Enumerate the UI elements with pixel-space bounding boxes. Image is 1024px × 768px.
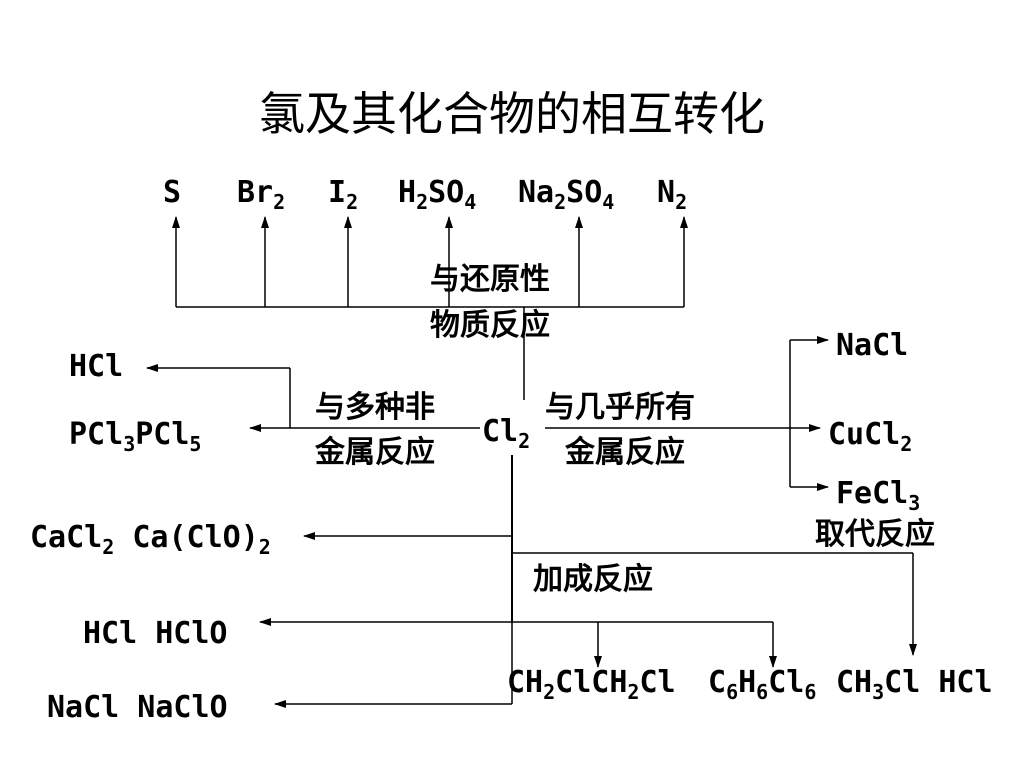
label-reducing-line2: 物质反应	[430, 308, 550, 343]
label-reducing-line1: 与还原性	[430, 262, 550, 297]
reducer-s: S	[163, 175, 182, 210]
reducer-h2so4: H2SO4	[398, 175, 477, 214]
product-hcl-hclo: HCl HClO	[83, 616, 228, 651]
label-nonmetal-line1: 与多种非	[315, 390, 435, 425]
product-fecl3: FeCl3	[836, 476, 921, 515]
product-c6h6cl6: C6H6Cl6	[708, 665, 817, 704]
product-ch3cl-hcl: CH3Cl HCl	[836, 665, 993, 704]
label-substitution: 取代反应	[815, 517, 935, 552]
reducer-br2: Br2	[237, 175, 286, 214]
product-cacl2-caclo2: CaCl2 Ca(ClO)2	[30, 520, 271, 559]
label-nonmetal-line2: 金属反应	[315, 435, 435, 470]
product-nacl-naclo: NaCl NaClO	[47, 690, 228, 725]
label-metal-line2: 金属反应	[565, 435, 685, 470]
reducer-na2so4: Na2SO4	[518, 175, 615, 214]
label-addition: 加成反应	[533, 562, 653, 597]
product-nacl: NaCl	[836, 328, 909, 363]
product-cucl2: CuCl2	[828, 417, 913, 456]
label-metal-line1: 与几乎所有	[545, 390, 695, 425]
product-pcl3-pcl5: PCl3PCl5	[69, 417, 202, 456]
page-title: 氯及其化合物的相互转化	[259, 87, 765, 141]
center-cl2: Cl2	[482, 414, 531, 453]
product-hcl: HCl	[69, 349, 124, 384]
reducer-i2: I2	[328, 175, 359, 214]
reducer-n2: N2	[657, 175, 688, 214]
product-ch2clch2cl: CH2ClCH2Cl	[507, 665, 676, 704]
